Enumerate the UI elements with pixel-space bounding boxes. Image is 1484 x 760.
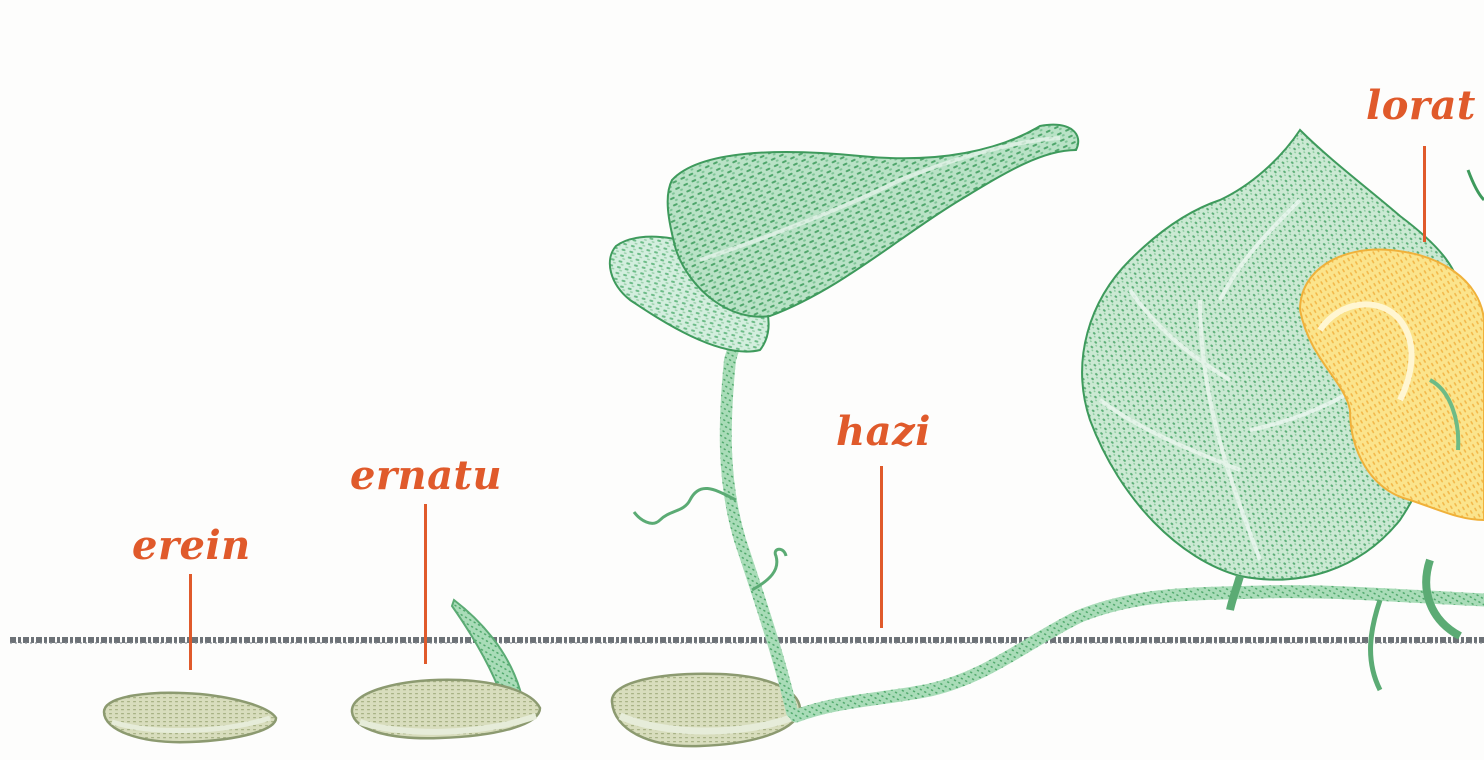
seed-illustration — [104, 693, 276, 742]
stage-label-loratu: lorat — [1366, 86, 1476, 126]
sprout-illustration — [352, 600, 540, 738]
stage-label-erein: erein — [132, 526, 251, 566]
stage-label-hazi: hazi — [836, 412, 931, 452]
loratu-pointer — [1423, 146, 1426, 242]
soil-line — [10, 640, 1484, 643]
ernatu-pointer — [424, 504, 427, 664]
erein-pointer — [189, 574, 192, 670]
hazi-pointer — [880, 466, 883, 628]
stage-label-ernatu: ernatu — [350, 456, 502, 496]
